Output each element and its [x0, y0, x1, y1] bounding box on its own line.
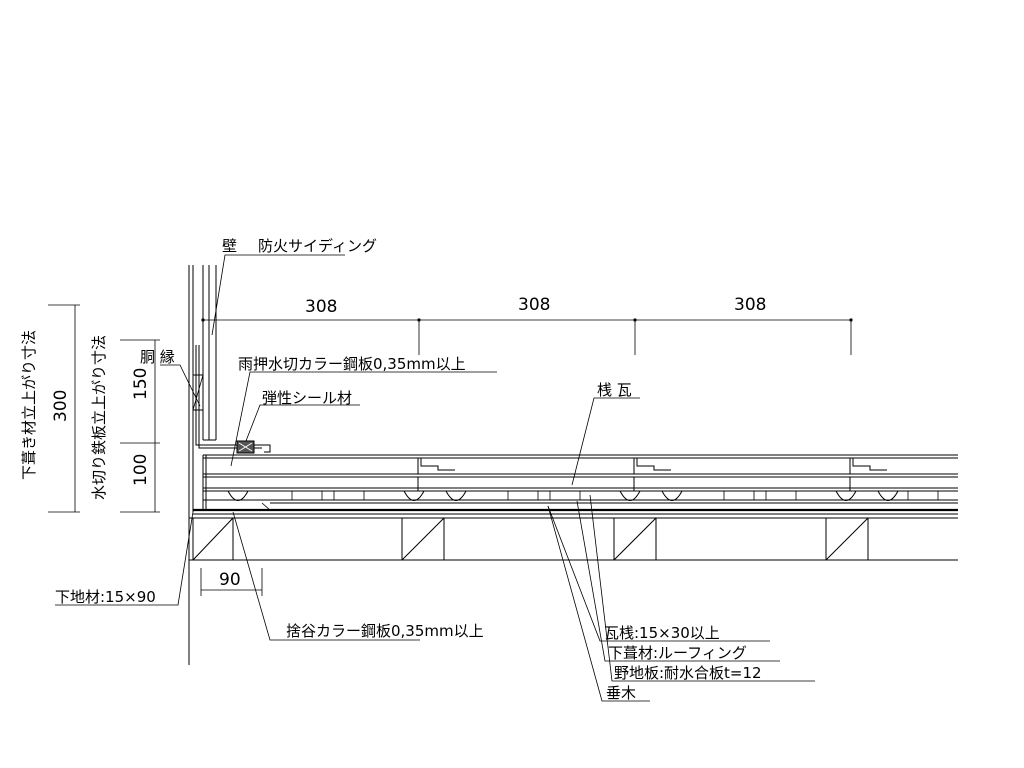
label-underlay: 下葺材:ルーフィング	[608, 644, 747, 662]
dim-upturn-flashing-label: 水切り鉄板立上がり寸法	[90, 335, 108, 500]
label-tile: 桟 瓦	[597, 381, 632, 399]
dim-upturn-underlay-value: 300	[51, 390, 71, 422]
rafter-frame	[189, 518, 958, 560]
label-siding: 防火サイディング	[258, 237, 377, 255]
dim-pitch-2: 308	[518, 295, 550, 315]
label-batten: 瓦桟:15×30以上	[604, 624, 720, 642]
label-wall: 壁	[222, 237, 237, 255]
dim-pitch-3: 308	[734, 295, 766, 315]
dimension-lines	[48, 305, 853, 596]
label-rafter: 垂木	[606, 684, 636, 702]
roof-tiles	[193, 455, 958, 514]
wall-structure	[189, 265, 216, 665]
dim-base-width: 90	[219, 570, 241, 590]
dim-upturn-underlay-label: 下葺き材立上がり寸法	[20, 330, 38, 480]
label-base-strip: 下地材:15×90	[55, 588, 156, 606]
leader-lines	[55, 255, 815, 701]
label-sealant: 弾性シール材	[262, 389, 352, 407]
label-ridge-plate: 捨谷カラー鋼板0,35mm以上	[286, 622, 484, 640]
dim-pitch-1: 308	[305, 297, 337, 317]
annotations: 壁 防火サイディング 雨押水切カラー鋼板0,35mm以上 弾性シール材 桟 瓦 …	[20, 237, 766, 702]
dim-flashing-bottom: 100	[131, 454, 151, 486]
flashing-sheet	[196, 345, 270, 453]
label-flashing: 雨押水切カラー鋼板0,35mm以上	[238, 355, 466, 373]
label-girth: 胴 縁	[140, 348, 175, 366]
label-sheathing: 野地板:耐水合板t=12	[614, 664, 762, 682]
dim-flashing-top: 150	[131, 368, 151, 400]
